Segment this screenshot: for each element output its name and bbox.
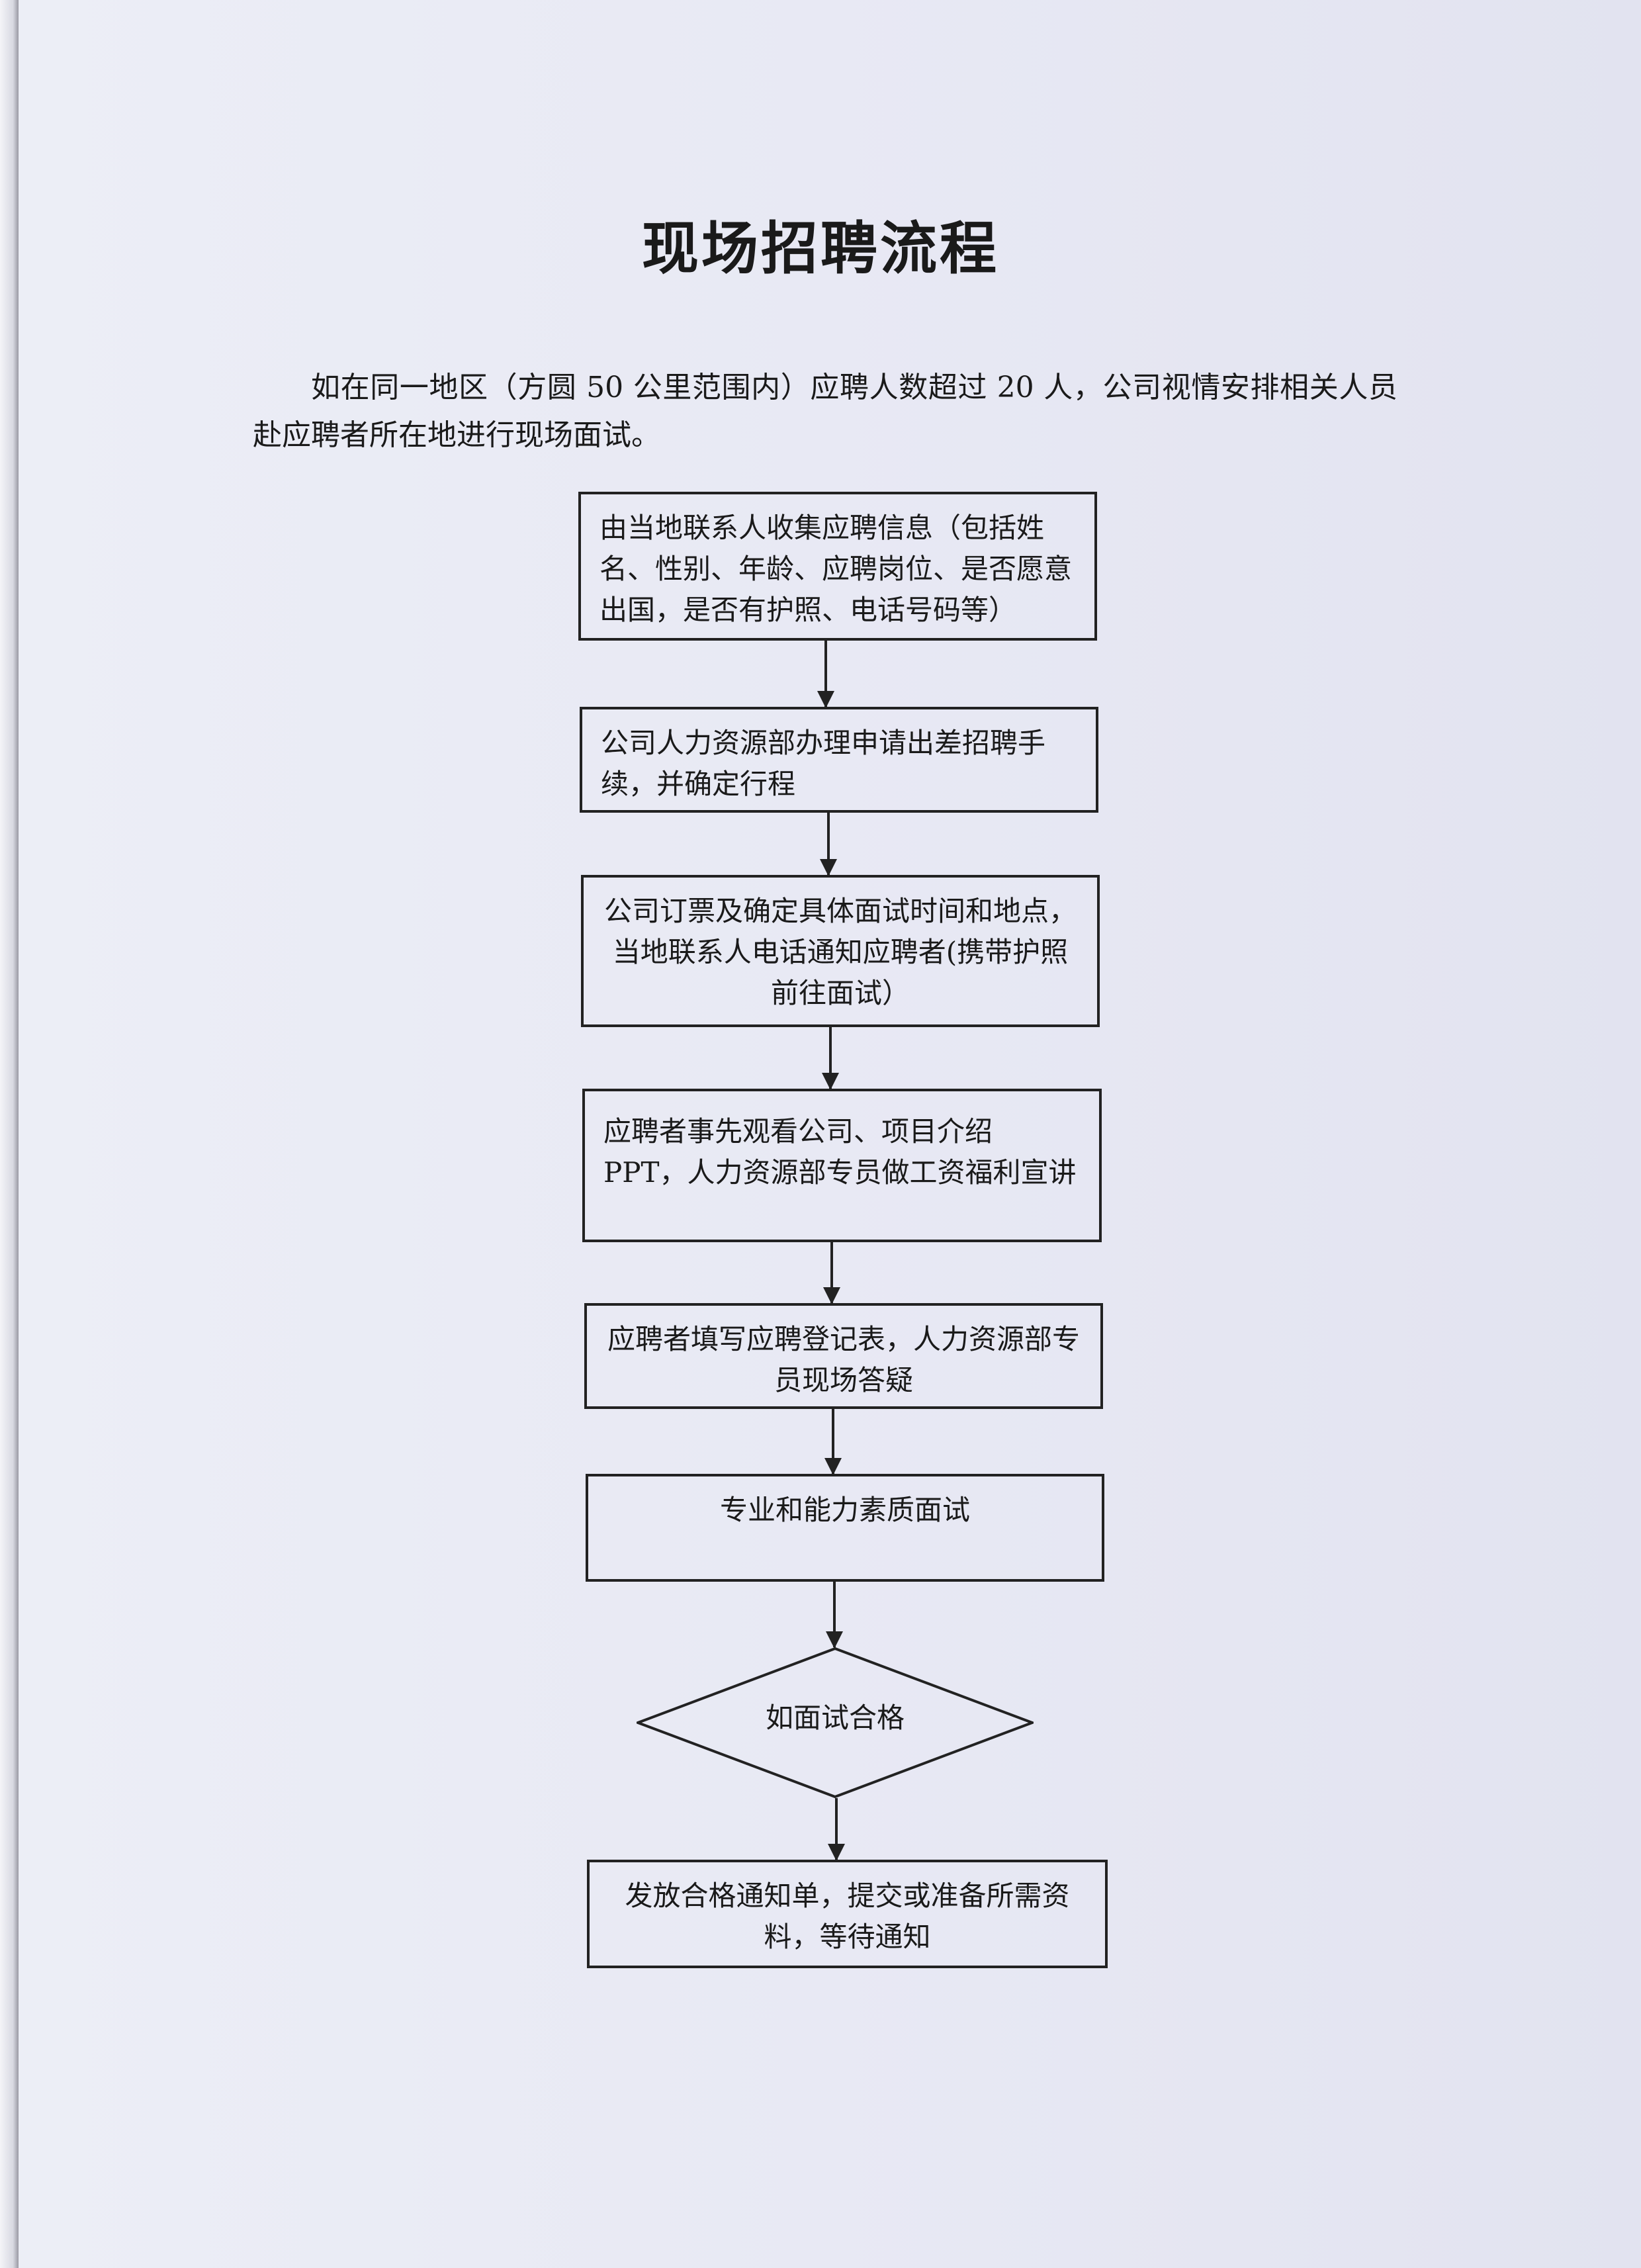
arrow-7 [828,1798,845,1861]
arrow-2 [820,813,837,876]
step-1-box: 由当地联系人收集应聘信息（包括姓名、性别、年龄、应聘岗位、是否愿意出国，是否有护… [578,492,1097,641]
step-3-box: 公司订票及确定具体面试时间和地点，当地联系人电话通知应聘者(携带护照前往面试） [581,875,1100,1027]
arrow-1 [817,641,834,708]
step-6-box: 专业和能力素质面试 [586,1474,1104,1582]
decision-diamond [637,1647,1034,1798]
arrow-6 [826,1582,843,1649]
final-step-box: 发放合格通知单，提交或准备所需资料，等待通知 [587,1860,1108,1968]
arrow-3 [822,1027,839,1090]
step-2-box: 公司人力资源部办理申请出差招聘手续，并确定行程 [580,707,1098,813]
step-4-box: 应聘者事先观看公司、项目介绍 PPT，人力资源部专员做工资福利宣讲 [582,1089,1102,1242]
step-5-box: 应聘者填写应聘登记表，人力资源部专员现场答疑 [584,1303,1103,1409]
scan-edge [0,0,19,2268]
decision-label: 如面试合格 [765,1701,905,1734]
intro-paragraph: 如在同一地区（方圆 50 公里范围内）应聘人数超过 20 人，公司视情安排相关人… [253,371,1397,452]
page-title: 现场招聘流程 [642,215,999,282]
arrow-4 [823,1242,840,1304]
arrow-5 [824,1409,842,1475]
